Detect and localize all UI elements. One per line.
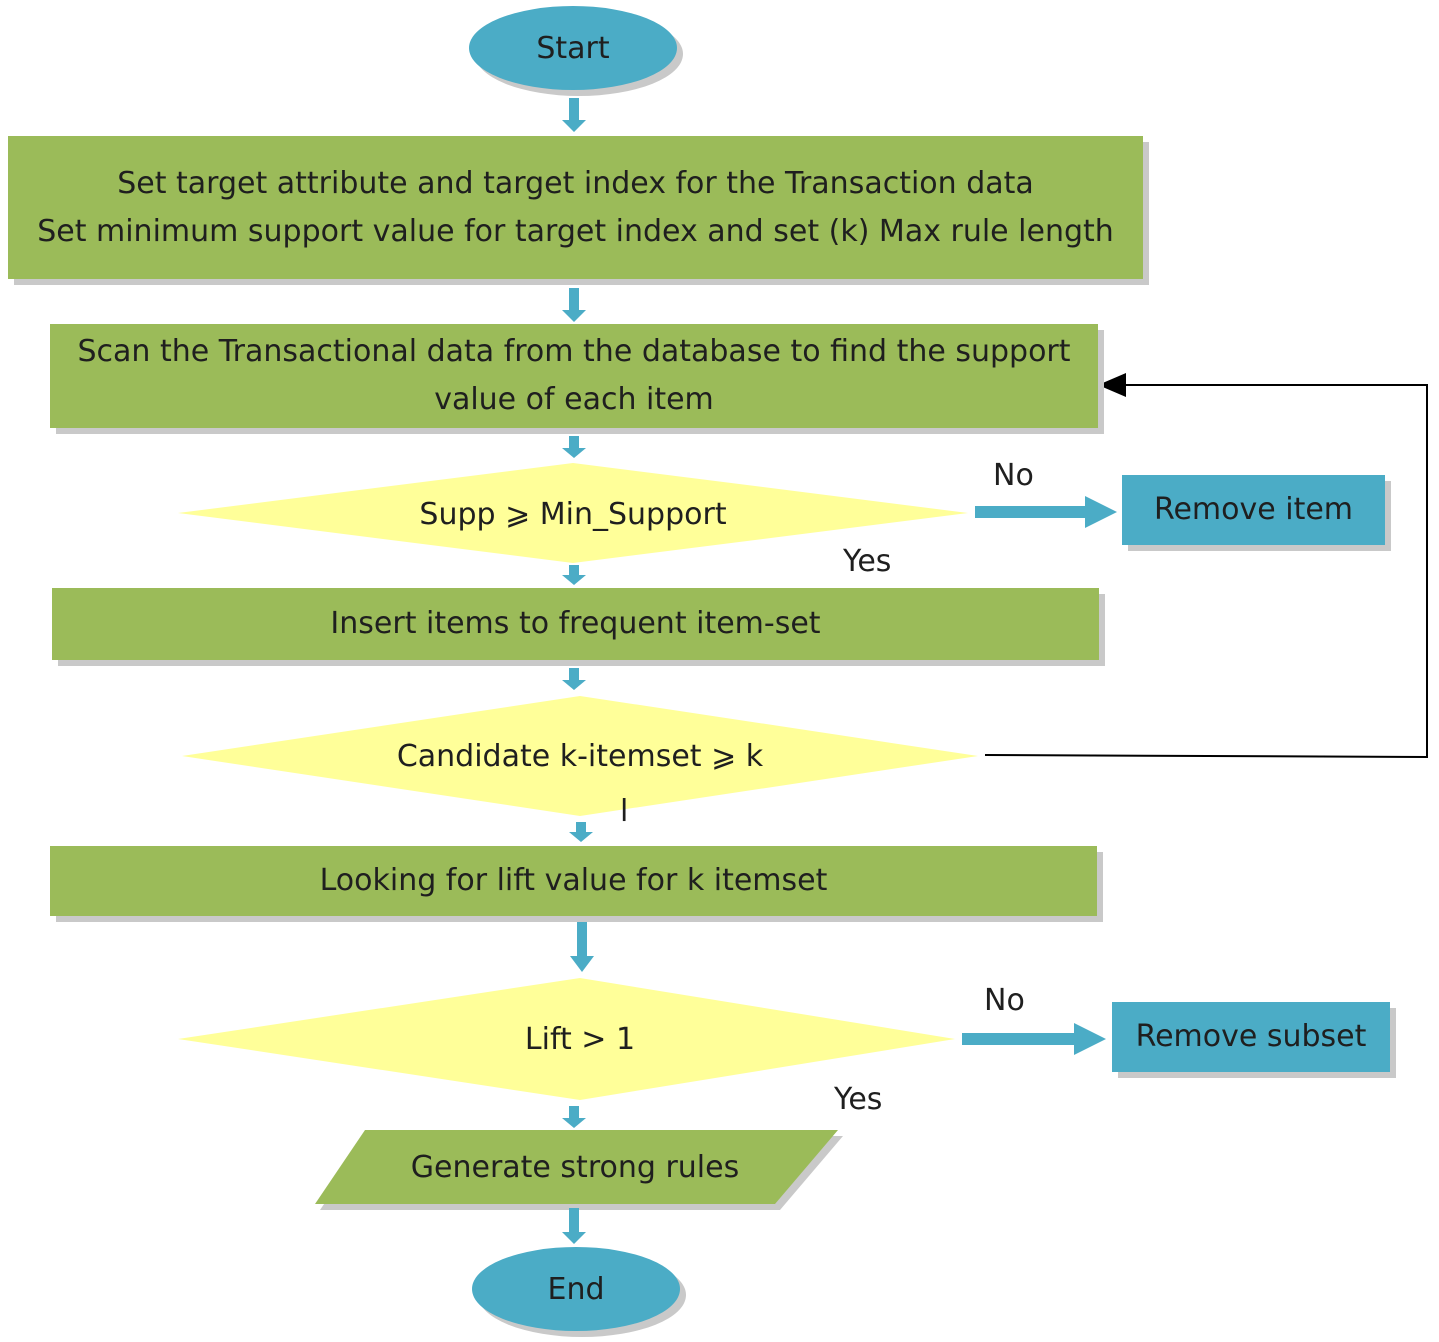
arrow-supp-to-insert xyxy=(562,565,586,585)
arrow-lift-to-generate xyxy=(562,1106,586,1128)
arrow-generate-to-end xyxy=(562,1208,586,1244)
arrow-start-to-set xyxy=(562,98,586,132)
arrow-insert-to-candidate xyxy=(562,668,586,690)
end-label: End xyxy=(547,1271,605,1307)
candidate-decision-label: Candidate k-itemset ⩾ k xyxy=(396,738,764,774)
remove-item-box: Remove item xyxy=(1122,475,1385,545)
arrow-lift-no-to-remove-subset xyxy=(962,1023,1106,1055)
lift-decision-label: Lift > 1 xyxy=(524,1021,636,1057)
arrow-lift-search-to-lift xyxy=(570,922,594,972)
start-terminal xyxy=(469,6,677,90)
set-target-line2: Set minimum support value for target ind… xyxy=(37,213,1114,249)
candidate-decision-diamond xyxy=(182,696,978,816)
supp-yes-label: Yes xyxy=(843,544,892,579)
supp-decision-label: Supp ⩾ Min_Support xyxy=(419,496,727,532)
arrow-set-to-scan xyxy=(562,288,586,322)
supp-decision-diamond xyxy=(178,463,968,563)
loop-back-connector xyxy=(984,373,1428,759)
set-target-box: Set target attribute and target index fo… xyxy=(8,136,1143,279)
arrow-supp-no-to-remove-item xyxy=(975,496,1117,528)
flow-arrows xyxy=(562,98,594,1244)
scan-box: Scan the Transactional data from the dat… xyxy=(50,324,1098,428)
insert-items-box: Insert items to frequent item-set xyxy=(52,588,1099,660)
set-target-line1: Set target attribute and target index fo… xyxy=(117,165,1034,201)
remove-subset-box: Remove subset xyxy=(1112,1002,1390,1072)
arrow-scan-to-supp xyxy=(562,436,586,458)
arrow-candidate-to-lift xyxy=(569,822,593,842)
scan-line1: Scan the Transactional data from the dat… xyxy=(77,334,1071,369)
start-label: Start xyxy=(536,30,610,66)
generate-rules-parallelogram xyxy=(315,1130,838,1204)
lift-yes-label: Yes xyxy=(834,1082,883,1117)
generate-rules-label: Generate strong rules xyxy=(410,1149,740,1185)
end-terminal xyxy=(472,1247,680,1331)
lift-no-label: No xyxy=(984,983,1025,1018)
lift-search-box: Looking for lift value for k itemset xyxy=(50,846,1097,916)
supp-no-label: No xyxy=(993,458,1034,493)
scan-line2: value of each item xyxy=(434,382,714,417)
lift-decision-diamond xyxy=(178,978,955,1100)
candidate-mark: l xyxy=(620,794,629,829)
